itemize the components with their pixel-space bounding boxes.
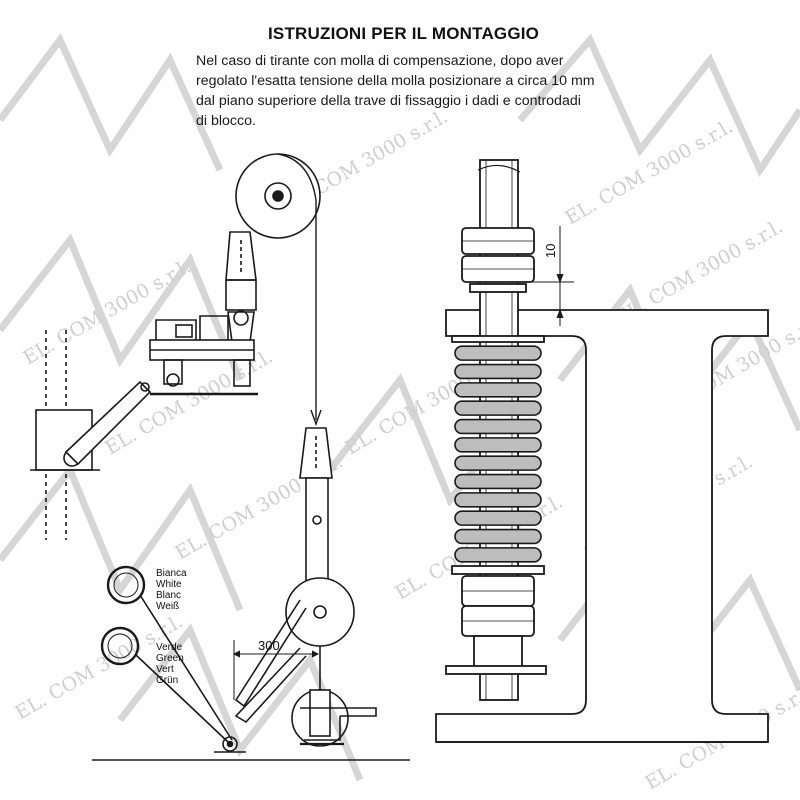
page-title: ISTRUZIONI PER IL MONTAGGIO bbox=[268, 24, 540, 43]
spring-coil bbox=[454, 437, 542, 453]
cable bbox=[277, 153, 317, 420]
lock-nuts-bottom bbox=[445, 575, 547, 675]
spring-coil bbox=[454, 492, 542, 508]
ground-pivot bbox=[92, 736, 410, 761]
dimension-10-label: 10 bbox=[543, 244, 558, 258]
ring-wire-white bbox=[139, 594, 233, 741]
ring-white-label: Blanc bbox=[156, 590, 181, 601]
ring-green-label: Grün bbox=[156, 675, 178, 686]
watermark-text: EL. COM 3000 s.r.l. bbox=[562, 116, 737, 230]
ring-wire-green bbox=[135, 654, 229, 743]
dimension-300 bbox=[232, 640, 320, 700]
ring-white-labels: Bianca White Blanc Weiß bbox=[156, 568, 187, 612]
ring-white-label: White bbox=[156, 579, 182, 590]
compression-spring bbox=[451, 335, 545, 575]
ring-green bbox=[100, 626, 140, 666]
instruction-line: di blocco. bbox=[196, 113, 256, 129]
spring-coil bbox=[454, 418, 542, 435]
spring-coil bbox=[454, 528, 542, 545]
lever-arms bbox=[234, 599, 321, 724]
spring-coil bbox=[454, 345, 542, 361]
spring-beam-assembly bbox=[435, 159, 769, 743]
spring-coil bbox=[454, 547, 542, 563]
dimension-300-label: 300 bbox=[258, 638, 280, 653]
spring-coil bbox=[454, 400, 542, 416]
ring-green-labels: Verde Green Vert Grün bbox=[156, 642, 184, 686]
lower-pulley bbox=[285, 577, 355, 647]
spring-coil bbox=[454, 382, 542, 398]
spring-coil bbox=[454, 473, 542, 490]
instruction-line: Nel caso di tirante con molla di compens… bbox=[196, 53, 564, 69]
cable-tensioner-upper bbox=[225, 231, 257, 343]
ring-white bbox=[106, 565, 146, 605]
spring-coil bbox=[454, 455, 542, 471]
mounting-bracket bbox=[149, 315, 258, 396]
ring-white-label: Bianca bbox=[156, 568, 187, 579]
spring-coil bbox=[454, 363, 542, 380]
lower-bracket bbox=[291, 689, 377, 747]
ring-green-label: Vert bbox=[156, 664, 174, 675]
instruction-line: dal piano superiore della trave di fissa… bbox=[196, 93, 581, 109]
instruction-paragraph: Nel caso di tirante con molla di compens… bbox=[196, 51, 656, 131]
ring-green-label: Verde bbox=[156, 642, 183, 653]
top-pulley bbox=[235, 153, 321, 239]
i-beam bbox=[435, 309, 769, 743]
instruction-line: regolato l'esatta tensione della molla p… bbox=[196, 73, 595, 89]
wall-anchor bbox=[30, 330, 152, 540]
spring-coil bbox=[454, 510, 542, 526]
ring-white-label: Weiß bbox=[156, 601, 179, 612]
lock-nuts-top bbox=[461, 227, 535, 293]
pulley-assembly bbox=[30, 153, 410, 761]
dimension-10 bbox=[524, 226, 574, 326]
ring-green-label: Green bbox=[156, 653, 184, 664]
